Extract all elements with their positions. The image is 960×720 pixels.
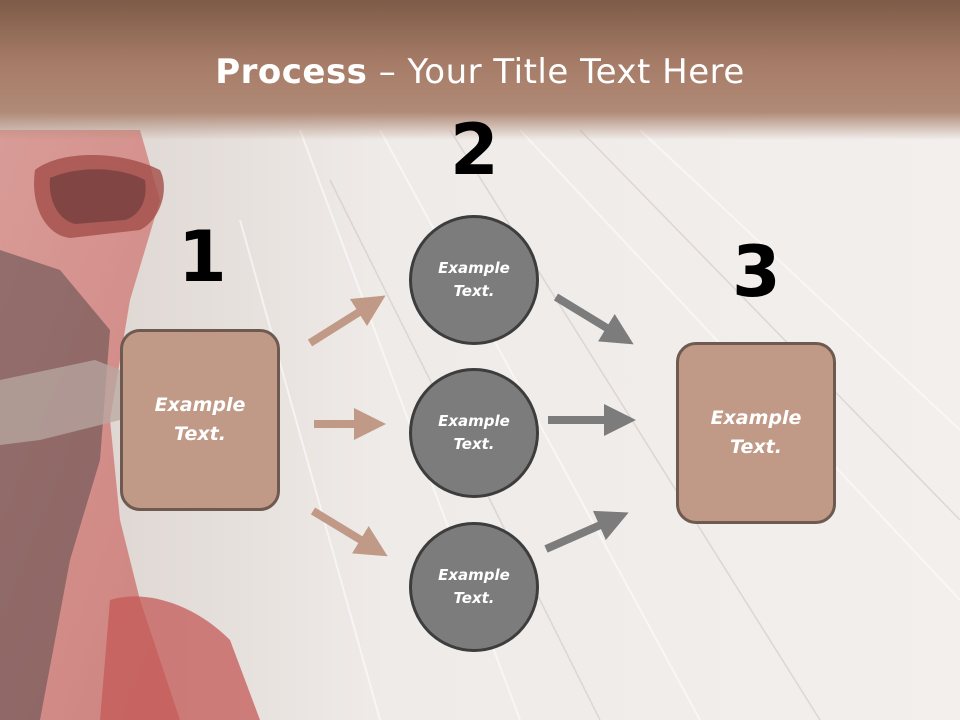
step-number-3: 3 — [732, 231, 781, 313]
title-rest: – Your Title Text Here — [367, 52, 745, 92]
circle-top-text: Example Text. — [438, 259, 510, 300]
step-2-circle-middle: Example Text. — [409, 368, 539, 498]
circle-middle-text: Example Text. — [438, 412, 510, 453]
step-3-box: Example Text. — [676, 342, 836, 524]
circle-bottom-text: Example Text. — [438, 566, 510, 607]
step-2-circle-top: Example Text. — [409, 215, 539, 345]
step-1-box: Example Text. — [120, 329, 280, 511]
arrow-bottom-to-3 — [544, 510, 629, 553]
arrow-1-to-top — [307, 295, 386, 347]
arrow-top-to-3 — [553, 293, 634, 345]
slide-title: Process – Your Title Text Here — [0, 52, 960, 92]
step-number-2: 2 — [450, 109, 499, 191]
step-1-text: Example Text. — [154, 394, 246, 445]
arrow-1-to-bottom — [310, 507, 388, 557]
step-3-text: Example Text. — [710, 407, 802, 458]
step-2-circle-bottom: Example Text. — [409, 522, 539, 652]
step-number-1: 1 — [178, 216, 227, 298]
title-bold: Process — [215, 52, 368, 92]
title-band — [0, 0, 960, 140]
